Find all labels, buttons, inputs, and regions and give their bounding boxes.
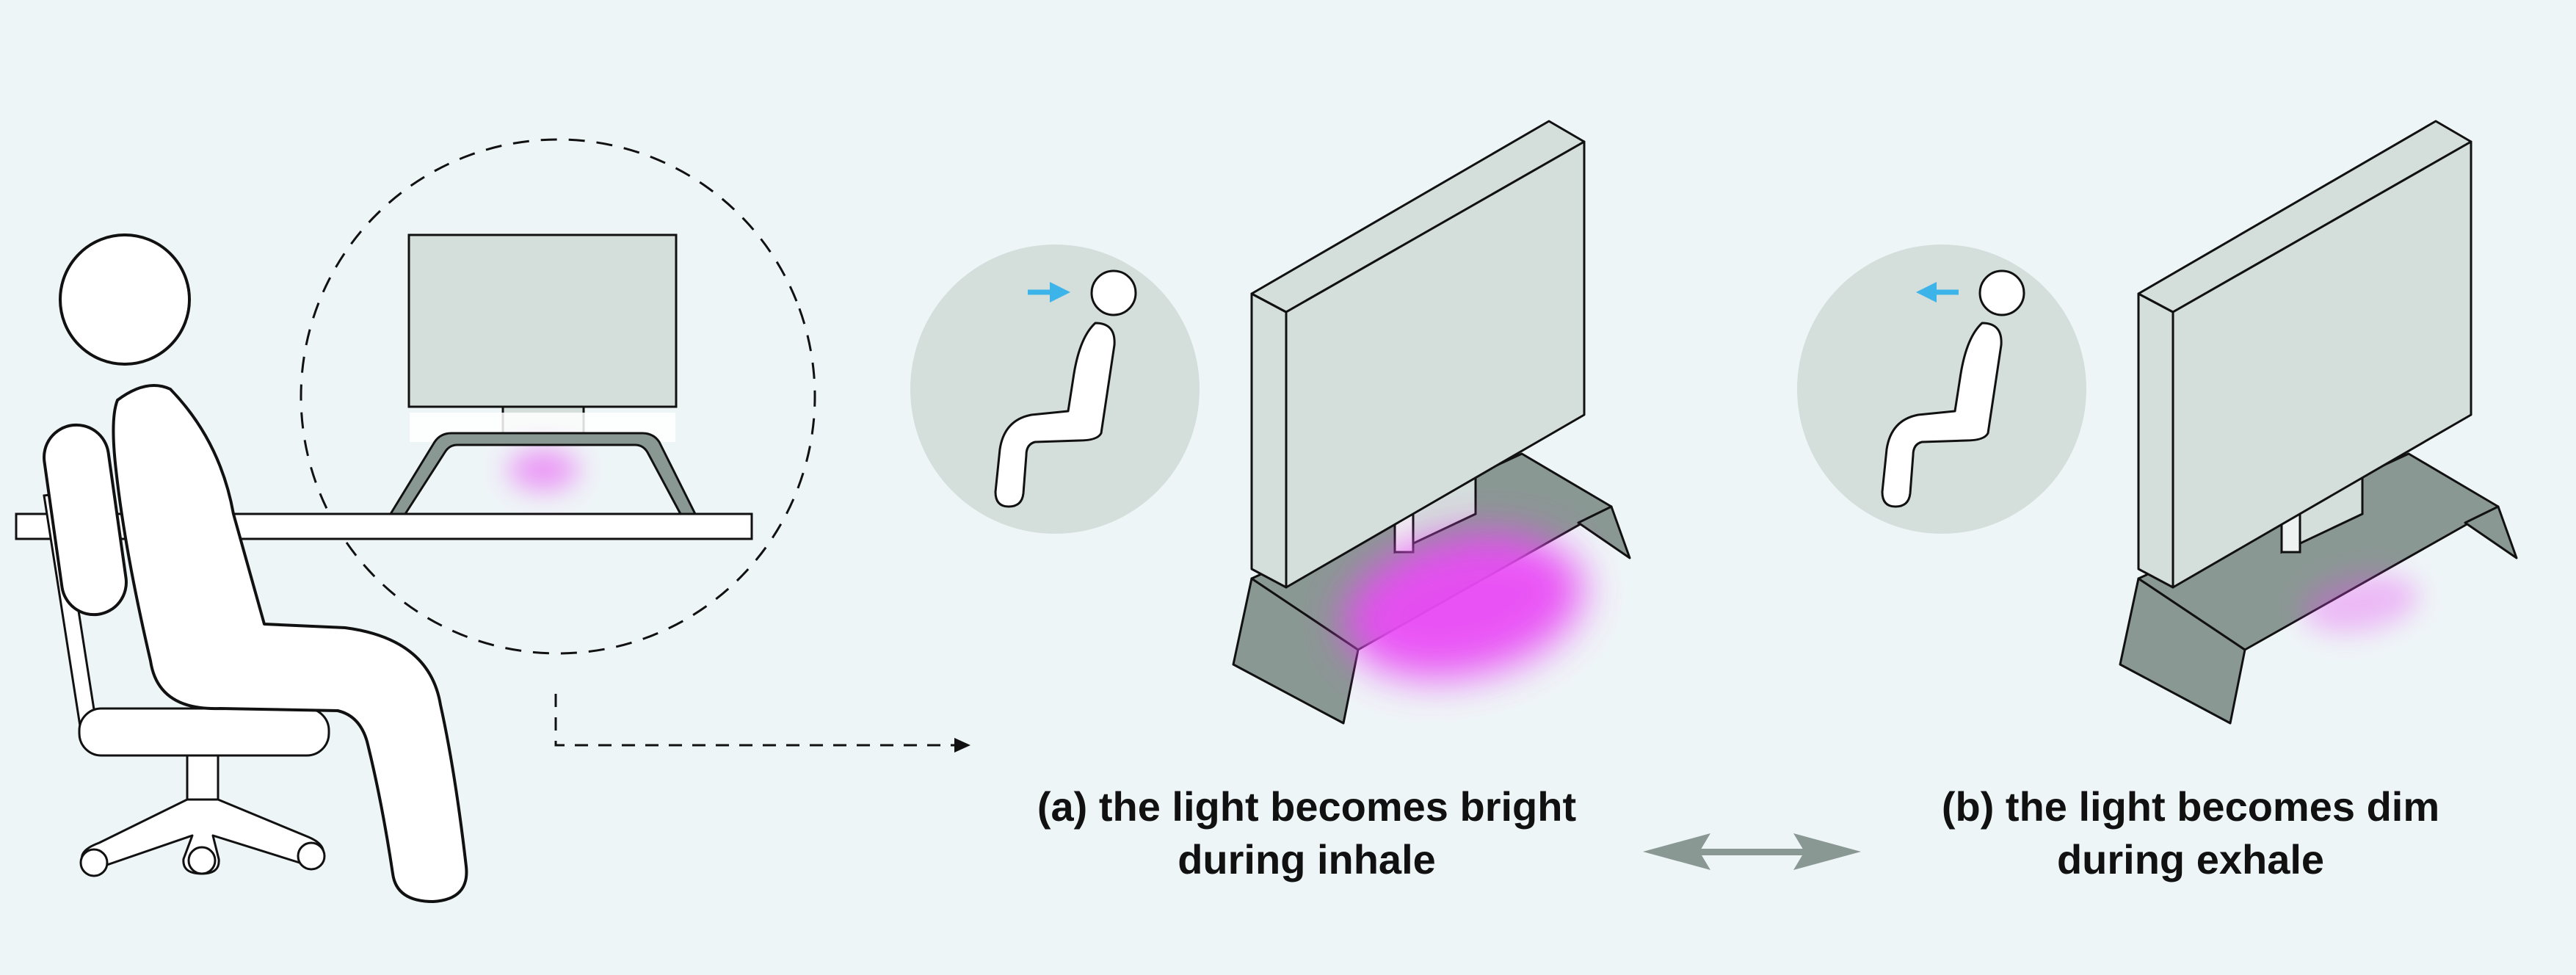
desk-light-glow — [508, 449, 578, 490]
inhale-monitor-screen — [1285, 140, 1586, 589]
person-head — [59, 233, 191, 366]
double-arrow-icon — [1643, 833, 1861, 870]
chair-seat — [78, 707, 330, 757]
exhale-posture-backdrop — [1797, 244, 2086, 534]
chair-wheel — [79, 848, 109, 877]
arrow-left-icon-head — [1916, 282, 1937, 302]
zoom-connector-arrowhead — [954, 738, 970, 753]
caption-exhale-line1: (b) the light becomes dim — [1941, 783, 2440, 830]
caption-inhale-line2: during inhale — [1178, 836, 1436, 882]
desk-monitor-screen — [407, 233, 678, 408]
arrow-right-icon-head — [1050, 282, 1070, 302]
desk-monitor-stand — [389, 432, 697, 515]
person-body — [112, 384, 468, 903]
inhale-posture-backdrop — [910, 244, 1200, 534]
exhale-posture-figure — [1881, 322, 2003, 508]
caption-exhale-line2: during exhale — [2056, 836, 2325, 882]
exhale-light-glow — [2301, 574, 2419, 633]
inhale-scene — [910, 120, 1631, 725]
chair-wheel — [297, 841, 326, 871]
exhale-scene — [1797, 120, 2518, 725]
zoom-connector-line — [554, 694, 958, 747]
exhale-posture-head — [1978, 269, 2025, 316]
caption-exhale: (b) the light becomes dim during exhale — [1860, 780, 2521, 886]
exhale-stand-right-leg — [2464, 505, 2518, 559]
inhale-stand-right-leg — [1577, 505, 1631, 559]
person-arm — [43, 423, 128, 617]
desk-scene — [15, 138, 970, 903]
inhale-posture-figure — [994, 322, 1116, 508]
caption-inhale-line1: (a) the light becomes bright — [1037, 783, 1577, 830]
inhale-light-glow — [1343, 532, 1583, 679]
chair-column — [186, 754, 219, 801]
zoom-circle — [300, 138, 816, 655]
chair-wheel — [187, 846, 217, 875]
inhale-monitor-side — [1250, 292, 1288, 589]
exhale-monitor-side — [2137, 292, 2174, 589]
caption-inhale: (a) the light becomes bright during inha… — [976, 780, 1637, 886]
inhale-posture-head — [1090, 269, 1137, 316]
exhale-monitor-screen — [2172, 140, 2472, 589]
